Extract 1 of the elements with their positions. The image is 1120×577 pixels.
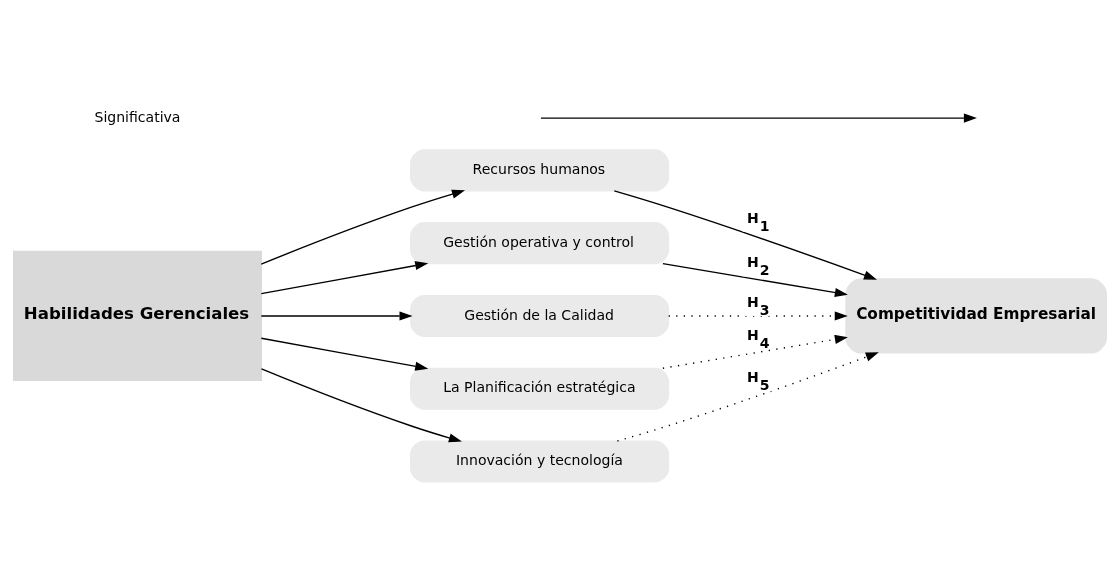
- legend-label: Significativa: [94, 108, 181, 125]
